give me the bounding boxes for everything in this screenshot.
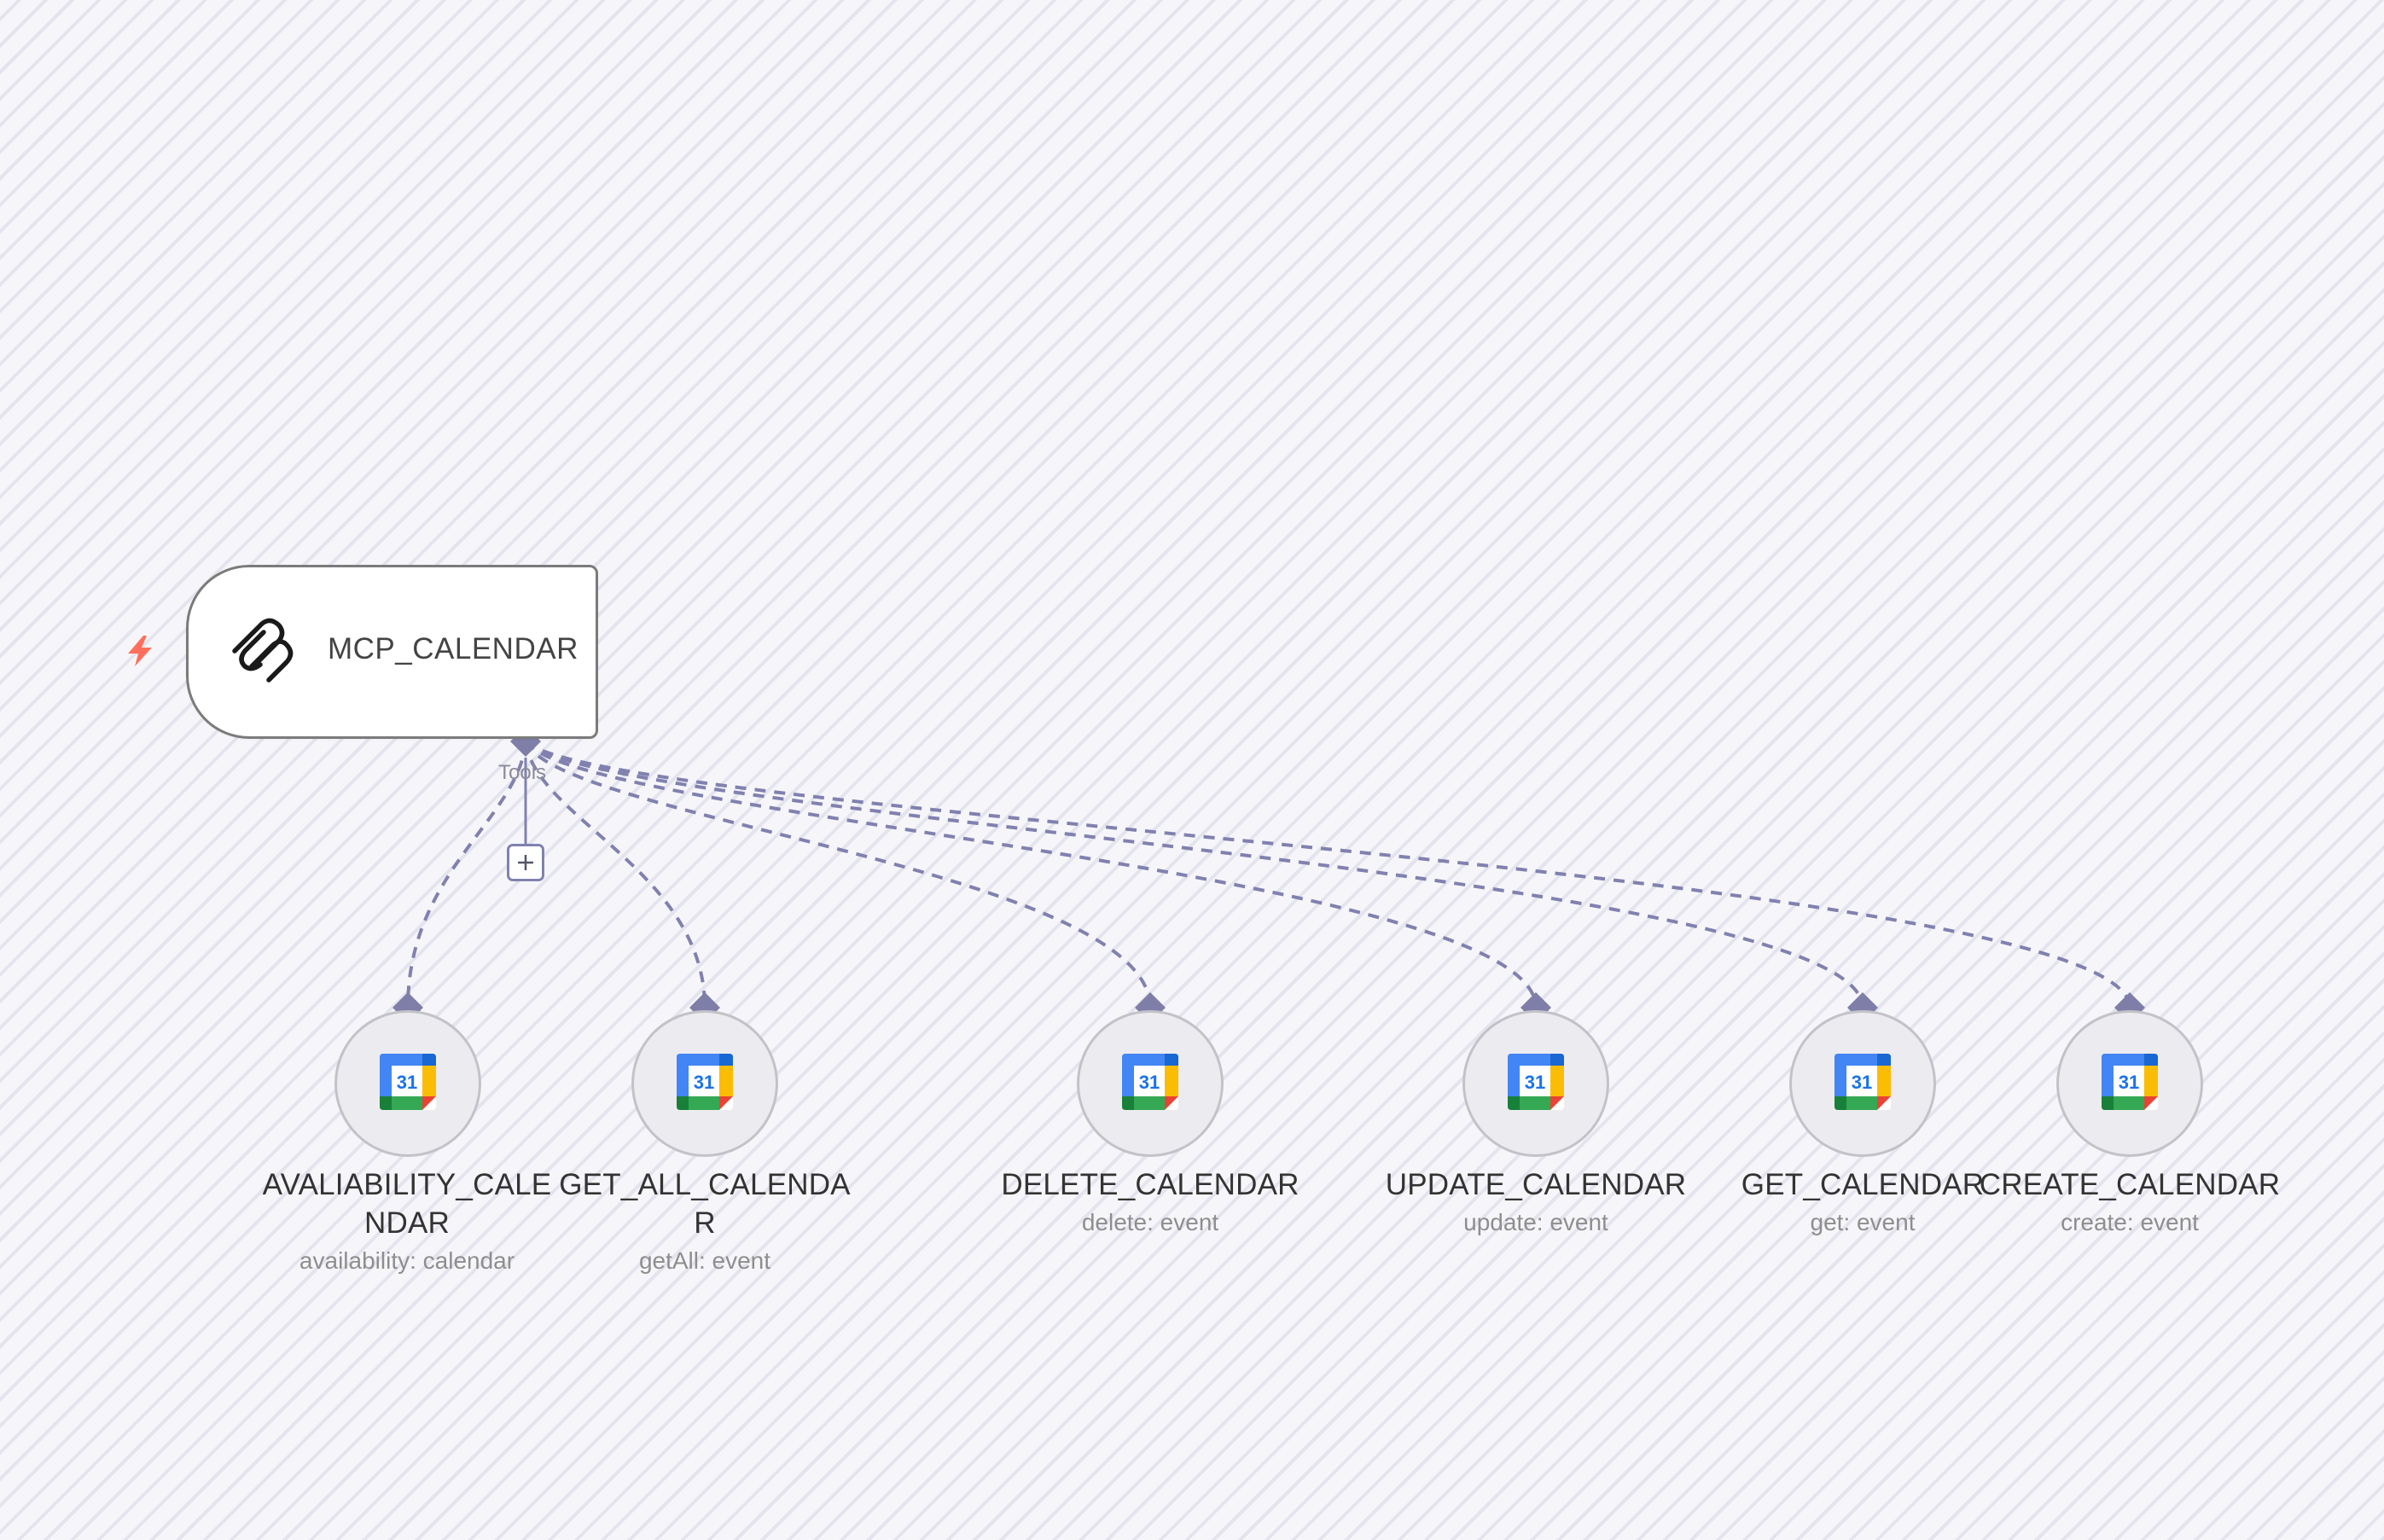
svg-text:31: 31 — [694, 1072, 714, 1093]
google-calendar-icon: 31 — [677, 1053, 733, 1114]
tool-node-get-all-calendar[interactable]: 31 — [631, 1010, 778, 1157]
tool-title: AVALIABILITY_CALENDAR — [262, 1168, 552, 1240]
add-tool-button[interactable] — [507, 844, 544, 881]
trigger-lightning-icon — [123, 634, 157, 668]
svg-text:31: 31 — [1525, 1072, 1545, 1093]
tool-node-create-calendar[interactable]: 31 — [2056, 1010, 2203, 1157]
tool-subtitle: getAll: event — [638, 1247, 771, 1274]
tool-connection-edge — [524, 740, 1864, 1008]
plus-icon — [518, 855, 533, 870]
svg-text:31: 31 — [2119, 1072, 2139, 1093]
tool-title: GET_ALL_CALENDAR — [559, 1168, 851, 1240]
tool-node-delete-calendar[interactable]: 31 — [1077, 1010, 1224, 1157]
tool-connection-edge — [524, 741, 706, 1008]
tool-title: UPDATE_CALENDAR — [1385, 1168, 1687, 1201]
google-calendar-icon: 31 — [1835, 1053, 1891, 1114]
tool-caption: CREATE_CALENDAR create: event — [1976, 1165, 2283, 1238]
svg-text:31: 31 — [397, 1072, 417, 1093]
tool-subtitle: create: event — [2061, 1209, 2199, 1235]
tool-node-availability-calendar[interactable]: 31 — [334, 1010, 481, 1157]
tool-caption: AVALIABILITY_CALENDAR availability: cale… — [253, 1165, 561, 1276]
google-calendar-icon: 31 — [1508, 1053, 1564, 1114]
tool-connection-edge — [406, 741, 527, 1008]
tool-caption: GET_ALL_CALENDAR getAll: event — [551, 1165, 858, 1276]
mcp-node-title: MCP_CALENDAR — [328, 632, 579, 665]
tool-subtitle: availability: calendar — [299, 1247, 515, 1274]
tool-connection-edge — [524, 740, 2131, 1008]
tool-connection-edge — [524, 741, 1152, 1008]
tool-caption: DELETE_CALENDAR delete: event — [997, 1165, 1304, 1238]
tool-subtitle: update: event — [1463, 1209, 1608, 1235]
tools-output-label: Tools — [498, 761, 547, 784]
tool-subtitle: get: event — [1810, 1209, 1916, 1235]
svg-text:31: 31 — [1139, 1072, 1160, 1093]
tool-title: GET_CALENDAR — [1741, 1168, 1985, 1201]
mcp-logo-icon — [226, 615, 299, 689]
google-calendar-icon: 31 — [2102, 1053, 2158, 1114]
tool-caption: UPDATE_CALENDAR update: event — [1382, 1165, 1689, 1238]
tool-node-update-calendar[interactable]: 31 — [1462, 1010, 1609, 1157]
tool-caption: GET_CALENDAR get: event — [1709, 1165, 2016, 1238]
tool-connection-edge — [524, 740, 1538, 1008]
tool-title: CREATE_CALENDAR — [1979, 1168, 2281, 1201]
google-calendar-icon: 31 — [1122, 1053, 1178, 1114]
google-calendar-icon: 31 — [380, 1053, 436, 1114]
mcp-calendar-node[interactable]: MCP_CALENDAR — [186, 565, 598, 739]
tool-title: DELETE_CALENDAR — [1001, 1168, 1300, 1201]
tool-subtitle: delete: event — [1081, 1209, 1219, 1235]
svg-text:31: 31 — [1852, 1072, 1872, 1093]
tool-node-get-calendar[interactable]: 31 — [1789, 1010, 1936, 1157]
